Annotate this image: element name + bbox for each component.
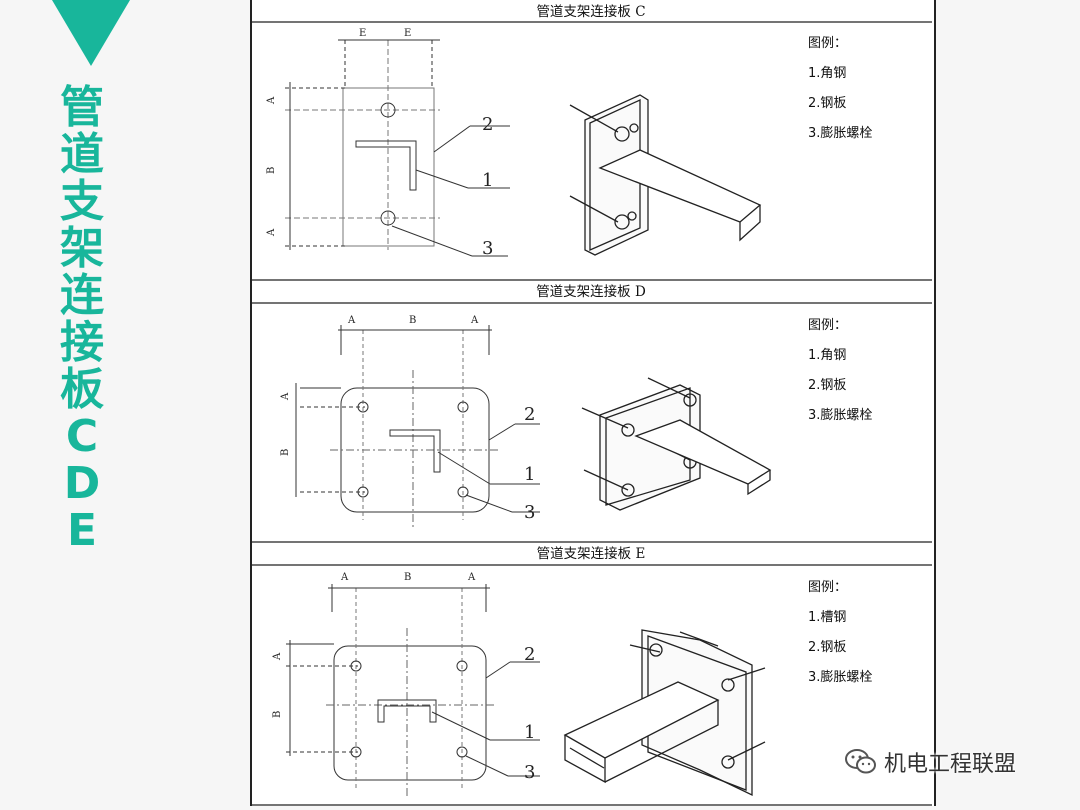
dim-label: E [404, 28, 411, 39]
legend-item: 2.钢板 [808, 96, 847, 111]
dim-label: A [266, 228, 277, 237]
panel-c-title: 管道支架连接板 C [536, 4, 646, 20]
panel-d-legend: 图例： 1.角钢 2.钢板 3.膨胀螺栓 [808, 316, 872, 436]
legend-title: 图例： [808, 318, 848, 333]
dim-label: B [404, 572, 411, 583]
panel-e-plan-view [286, 584, 540, 796]
callout-number: 3 [524, 502, 535, 523]
panel-d-title: 管道支架连接板 D [536, 284, 646, 300]
watermark: 机电工程联盟 [844, 742, 1016, 782]
callout-number: 3 [482, 238, 493, 259]
panel-d-iso-view [581, 377, 772, 511]
callout-number: 1 [482, 170, 493, 191]
dim-label: B [266, 167, 277, 174]
side-title-char: 连 [60, 270, 104, 321]
legend-item: 3.膨胀螺栓 [808, 126, 873, 141]
side-title-char: 支 [60, 176, 104, 227]
side-title-char: C [65, 411, 99, 462]
legend-item: 3.膨胀螺栓 [808, 408, 873, 423]
side-title-char: 架 [60, 223, 104, 274]
side-title-char: 道 [60, 129, 104, 180]
callout-number: 2 [524, 404, 535, 425]
callout-number: 1 [524, 464, 535, 485]
panel-c-plan-view [285, 39, 510, 257]
callout-number: 3 [524, 762, 535, 783]
wechat-icon [845, 749, 876, 774]
dim-label: A [347, 315, 356, 326]
callout-number: 2 [524, 644, 535, 665]
panel-e-title: 管道支架连接板 E [536, 546, 646, 562]
dim-label: A [470, 315, 479, 326]
dim-label: E [359, 28, 366, 39]
legend-item: 1.槽钢 [808, 610, 847, 625]
panel-c-iso-view [569, 94, 762, 256]
legend-title: 图例： [808, 36, 848, 51]
callout-number: 2 [482, 114, 493, 135]
dim-label: A [467, 572, 476, 583]
side-title-char: D [63, 458, 101, 509]
side-title: 管 道 支 架 连 接 板 C D E [55, 84, 109, 554]
panel-d-plan-view [295, 325, 540, 530]
dim-label: A [280, 392, 291, 401]
watermark-text: 机电工程联盟 [884, 752, 1017, 777]
legend-item: 2.钢板 [808, 378, 847, 393]
callout-number: 1 [524, 722, 535, 743]
legend-item: 1.角钢 [808, 348, 847, 363]
dim-label: A [340, 572, 349, 583]
panel-e-legend: 图例： 1.槽钢 2.钢板 3.膨胀螺栓 [808, 578, 872, 698]
dim-label: B [272, 711, 283, 718]
side-title-char: 接 [60, 317, 104, 368]
side-title-char: E [66, 505, 98, 556]
side-title-char: 管 [60, 82, 104, 133]
dim-label: A [272, 652, 283, 661]
legend-item: 1.角钢 [808, 66, 847, 81]
down-triangle-icon [52, 0, 130, 66]
dim-label: B [280, 449, 291, 456]
dim-label: B [409, 315, 416, 326]
legend-item: 2.钢板 [808, 640, 847, 655]
side-title-char: 板 [60, 364, 104, 415]
legend-item: 3.膨胀螺栓 [808, 670, 873, 685]
panel-c-legend: 图例： 1.角钢 2.钢板 3.膨胀螺栓 [808, 34, 872, 154]
dim-label: A [266, 96, 277, 105]
panel-e-iso-view [563, 629, 766, 797]
legend-title: 图例： [808, 580, 848, 595]
